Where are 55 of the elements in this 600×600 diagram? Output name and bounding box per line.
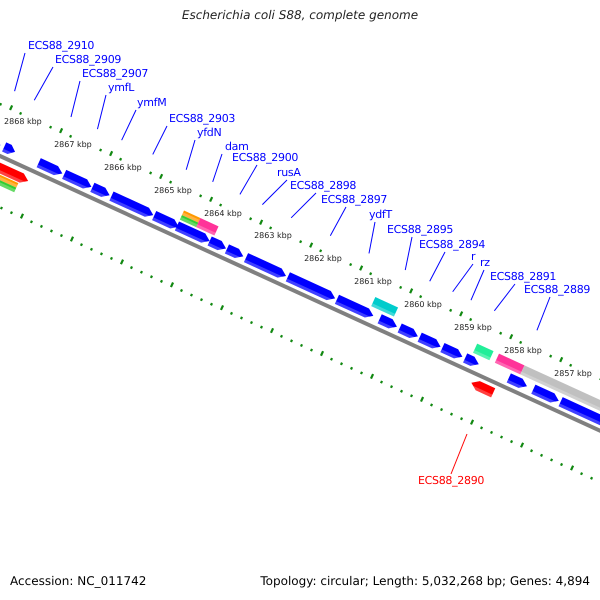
gene-label: ECS88_2909: [55, 53, 122, 67]
leader-line: [470, 270, 484, 301]
leader-line: [262, 180, 288, 206]
scale-label: 2860 kbp: [404, 299, 442, 310]
leader-line: [494, 284, 516, 312]
scale-label: 2863 kbp: [254, 230, 292, 242]
leader-line: [212, 154, 222, 182]
scale-label: 2858 kbp: [504, 344, 542, 356]
leader-line: [452, 264, 474, 292]
scale-label: 2866 kbp: [104, 162, 142, 173]
gene-label: ydfT: [369, 208, 392, 222]
leader-line: [34, 66, 54, 101]
gene-label: ECS88_2891: [490, 270, 556, 284]
scale-label: 2862 kbp: [304, 253, 342, 264]
leader-line: [121, 110, 136, 141]
leader-line: [239, 164, 258, 195]
gene-label: rusA: [277, 166, 301, 180]
leader-line: [450, 434, 468, 474]
leader-line: [368, 222, 376, 254]
leader-line: [429, 252, 446, 282]
scale-label: 2868 kbp: [4, 116, 42, 127]
gene-label: ECS88_2889: [524, 283, 590, 297]
scale-label: 2867 kbp: [54, 138, 92, 150]
gene-label: ECS88_2898: [290, 179, 356, 193]
gene-label: ymfM: [137, 96, 166, 110]
scale-label: 2864 kbp: [204, 208, 242, 219]
scale-label: 2857 kbp: [554, 368, 592, 379]
scale-label: 2861 kbp: [354, 276, 392, 288]
gene-label: ECS88_2900: [232, 151, 298, 165]
gene-label: ECS88_2907: [82, 67, 148, 81]
gene-label: dam: [225, 140, 249, 154]
leader-line: [290, 192, 316, 218]
gene-label: yfdN: [197, 126, 222, 140]
gene-label: ECS88_2890: [418, 474, 484, 488]
leader-line: [536, 296, 550, 331]
leader-line: [404, 236, 412, 271]
gene-label: ECS88_2910: [28, 39, 94, 53]
footer-text: Accession: NC_011742: [10, 574, 146, 588]
gene-label: rz: [480, 256, 490, 270]
gene-label: ECS88_2897: [321, 193, 388, 207]
scale-label: 2859 kbp: [454, 322, 492, 334]
leader-line: [330, 206, 346, 236]
leader-line: [70, 80, 80, 118]
gene-label: ECS88_2903: [169, 112, 236, 126]
leader-line: [186, 140, 196, 170]
leader-line: [152, 126, 168, 155]
gene-label: r: [471, 250, 476, 264]
gene-label: ymfL: [108, 81, 134, 95]
gene-label: ECS88_2894: [419, 238, 486, 252]
footer-text: Topology: circular; Length: 5,032,268 bp; Genes: 4,894: [260, 574, 590, 588]
scale-label: 2865 kbp: [154, 184, 192, 196]
title: Escherichia coli S88, complete genome: [180, 8, 420, 22]
gene-label: ECS88_2895: [387, 223, 454, 237]
leader-line: [96, 94, 106, 130]
leader-line: [14, 52, 26, 92]
